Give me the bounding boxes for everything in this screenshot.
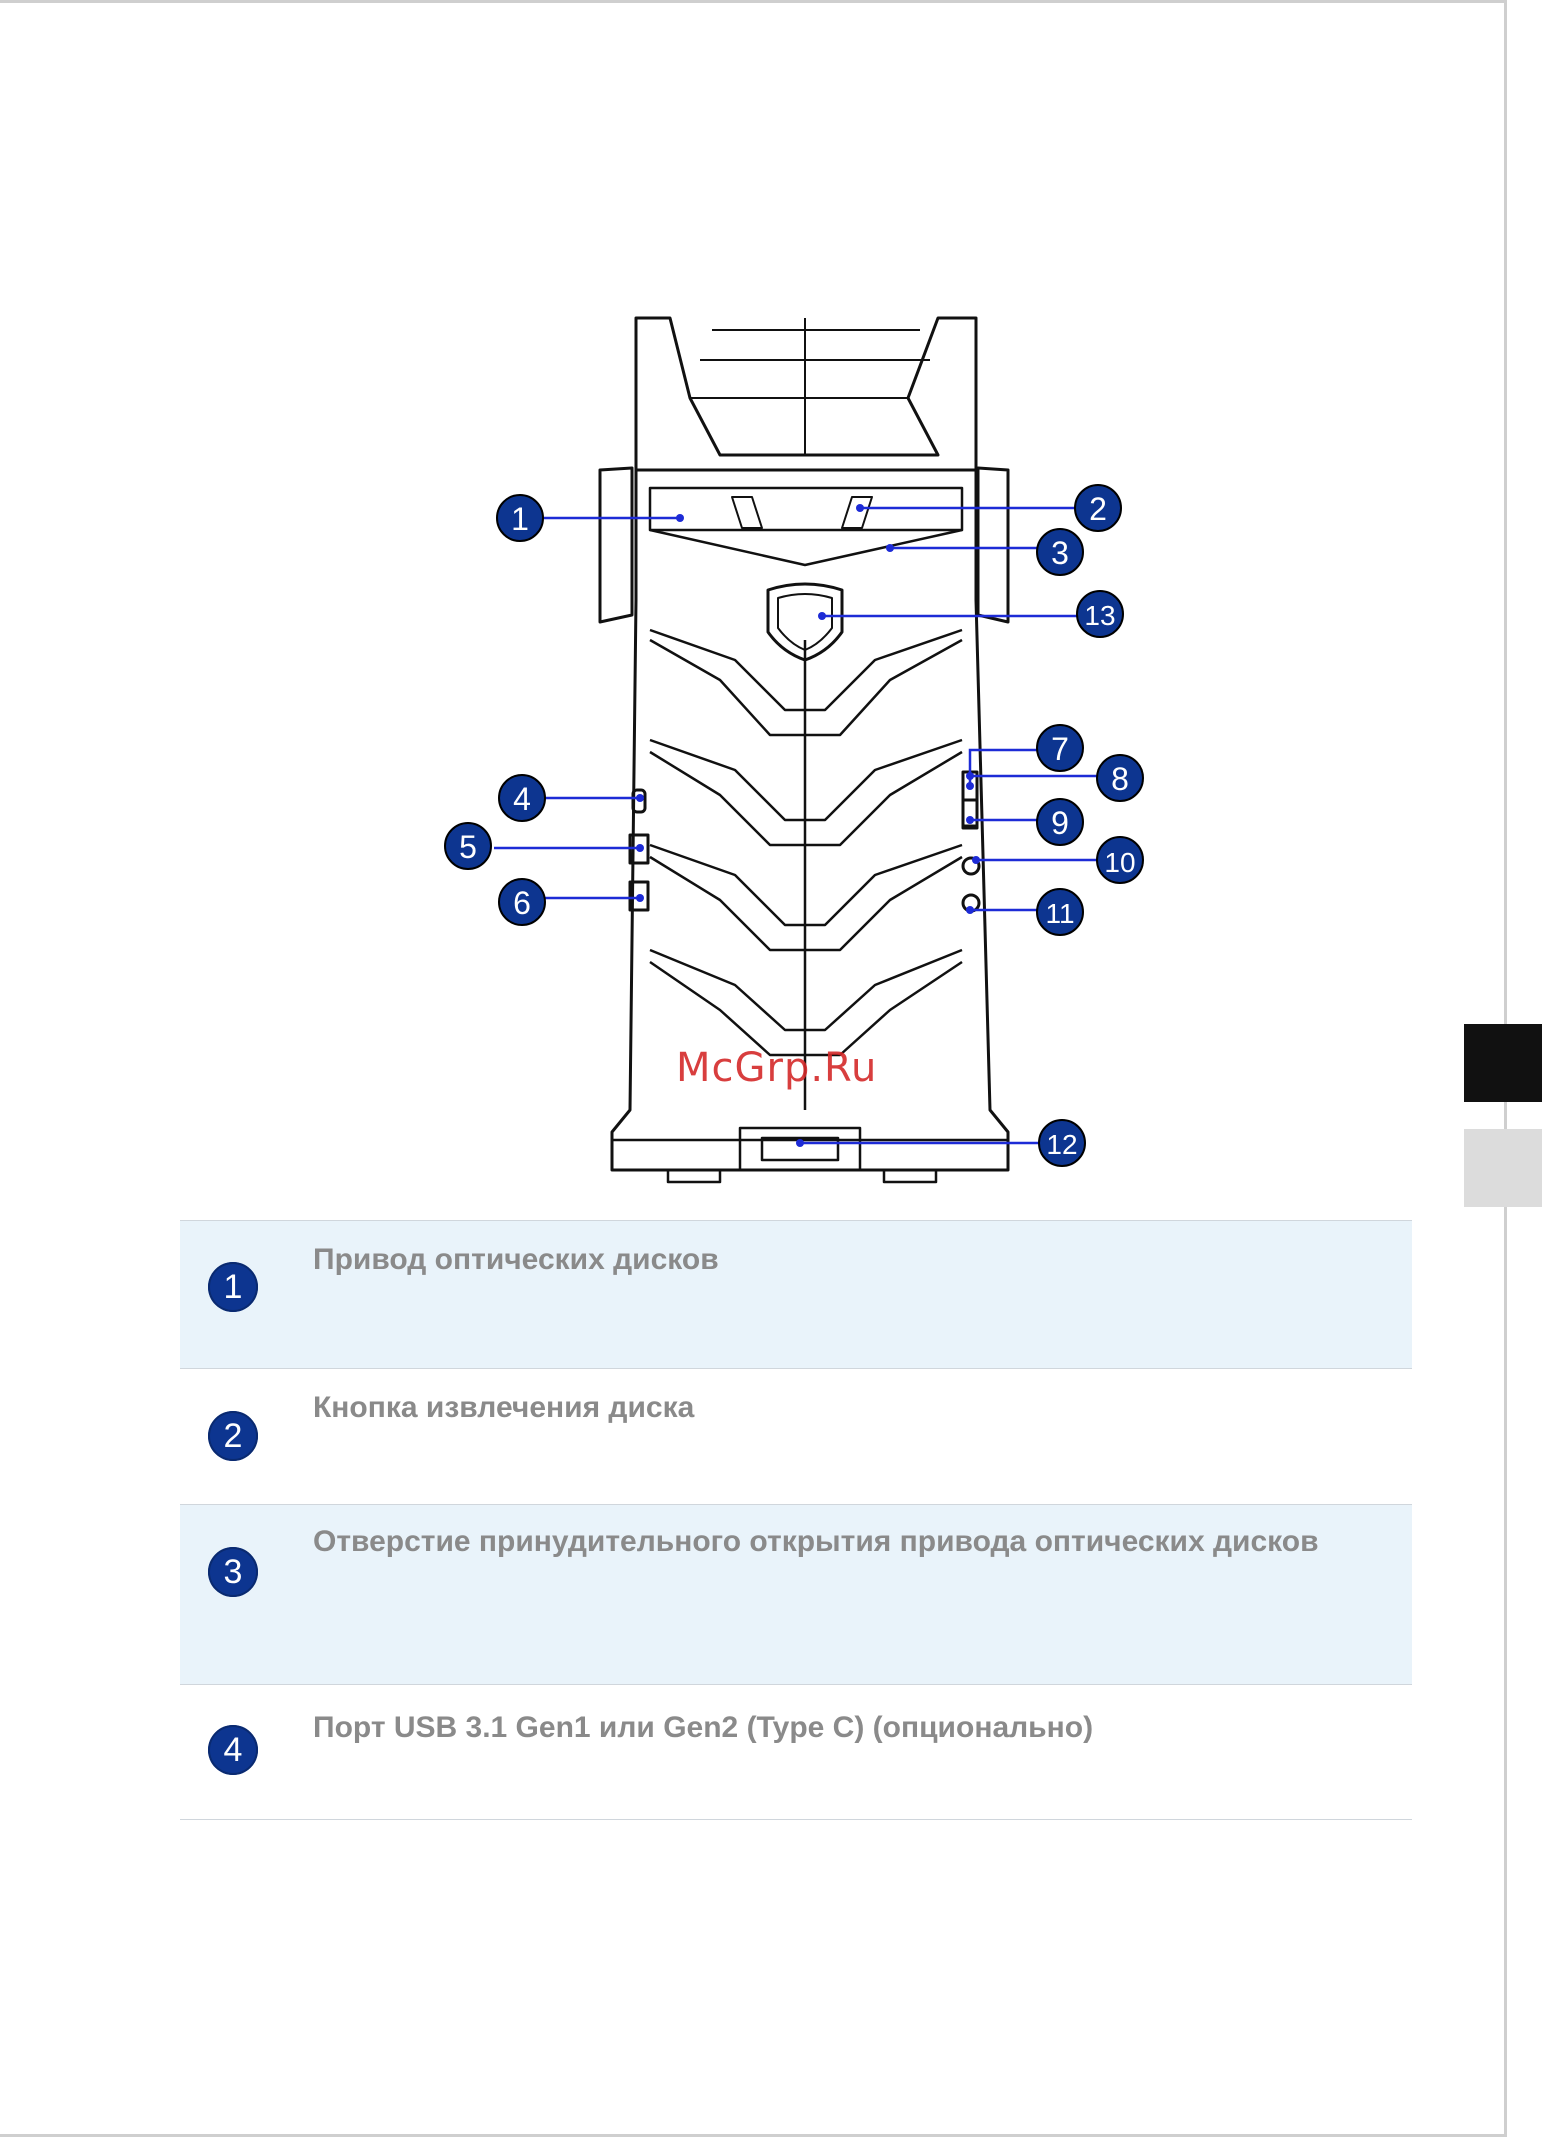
callout-10: 10 bbox=[1097, 837, 1143, 883]
chapter-tab-inactive bbox=[1464, 1129, 1542, 1207]
svg-text:3: 3 bbox=[1051, 535, 1069, 571]
svg-text:13: 13 bbox=[1084, 600, 1115, 631]
callout-3: 3 bbox=[1037, 529, 1083, 575]
callout-8: 8 bbox=[1097, 755, 1143, 801]
watermark: McGrp.Ru bbox=[676, 1045, 877, 1091]
callout-2: 2 bbox=[1075, 485, 1121, 531]
case-base bbox=[612, 1128, 1008, 1170]
right-fin bbox=[978, 468, 1008, 622]
legend-number-badge: 3 bbox=[208, 1547, 258, 1597]
callout-9: 9 bbox=[1037, 799, 1083, 845]
legend-table: 1 Привод оптических дисков 2 Кнопка извл… bbox=[180, 1220, 1412, 1820]
legend-row: 4 Порт USB 3.1 Gen1 или Gen2 (Type C) (о… bbox=[180, 1684, 1412, 1820]
chapter-tab-active bbox=[1464, 1024, 1542, 1102]
svg-text:9: 9 bbox=[1051, 805, 1069, 841]
callout-12: 12 bbox=[1039, 1120, 1085, 1166]
svg-text:10: 10 bbox=[1104, 847, 1135, 878]
svg-text:4: 4 bbox=[513, 781, 531, 817]
svg-text:2: 2 bbox=[1089, 491, 1107, 527]
legend-row: 1 Привод оптических дисков bbox=[180, 1220, 1412, 1368]
legend-row: 2 Кнопка извлечения диска bbox=[180, 1368, 1412, 1504]
legend-text: Кнопка извлечения диска bbox=[313, 1391, 694, 1425]
svg-text:8: 8 bbox=[1111, 761, 1129, 797]
pc-front-panel-diagram: 1 2 3 4 5 6 7 8 9 10 11 12 13 bbox=[0, 0, 1542, 1220]
legend-number-badge: 4 bbox=[208, 1725, 258, 1775]
legend-text: Порт USB 3.1 Gen1 или Gen2 (Type C) (опц… bbox=[313, 1711, 1093, 1745]
svg-text:12: 12 bbox=[1046, 1129, 1077, 1160]
legend-number-badge: 1 bbox=[208, 1262, 258, 1312]
left-fin bbox=[600, 468, 632, 622]
svg-text:6: 6 bbox=[513, 885, 531, 921]
callout-5: 5 bbox=[445, 823, 491, 869]
callout-4: 4 bbox=[499, 775, 545, 821]
svg-text:5: 5 bbox=[459, 829, 477, 865]
chevrons bbox=[650, 630, 962, 1110]
svg-text:11: 11 bbox=[1045, 898, 1074, 929]
svg-text:7: 7 bbox=[1051, 731, 1069, 767]
callout-13: 13 bbox=[1077, 591, 1123, 637]
legend-text: Привод оптических дисков bbox=[313, 1243, 719, 1277]
legend-text: Отверстие принудительного открытия приво… bbox=[313, 1525, 1319, 1559]
svg-text:1: 1 bbox=[511, 501, 529, 537]
callout-1: 1 bbox=[497, 495, 543, 541]
legend-row: 3 Отверстие принудительного открытия при… bbox=[180, 1504, 1412, 1684]
callout-11: 11 bbox=[1037, 889, 1083, 935]
callout-6: 6 bbox=[499, 879, 545, 925]
legend-number-badge: 2 bbox=[208, 1411, 258, 1461]
callout-7: 7 bbox=[1037, 725, 1083, 771]
